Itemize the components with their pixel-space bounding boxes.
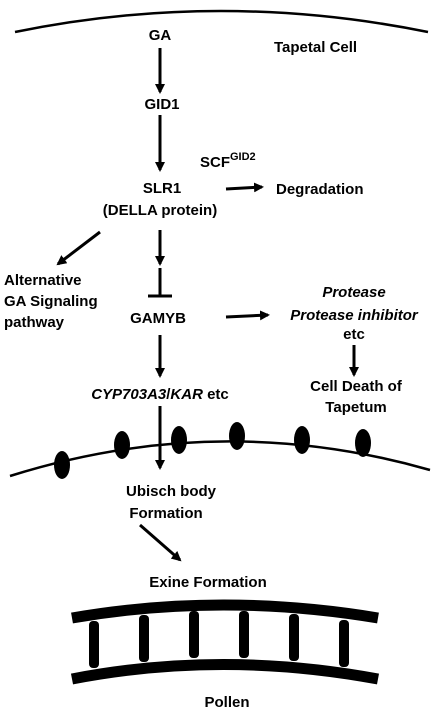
vesicle [54,451,70,479]
della-protein-label: (DELLA protein) [103,202,217,219]
pollen-wall [70,599,380,685]
slr1-label: SLR1 [143,180,181,197]
kar-gene: KAR [170,386,203,403]
pollen-bacula [89,621,99,668]
arrow-slr1-to-degradation [225,182,264,193]
scf-gid2-label: SCFGID2 [200,151,256,171]
cyp703a3-gene: CYP703A3 [91,386,167,403]
pollen-bacula [289,614,299,661]
ubisch-body-label-line2: Formation [129,505,202,522]
membrane-vesicles [54,422,371,479]
ubisch-body-label-line1: Ubisch body [126,483,217,500]
protease-etc-label: etc [343,326,365,343]
scf-label: SCF [200,154,230,171]
vesicle [114,431,130,459]
pollen-bacula [339,620,349,667]
pollen-inner-wall [70,659,380,685]
exine-formation-label: Exine Formation [149,574,267,591]
arrow-ubisch-to-exine [139,523,182,562]
cell-death-label-line1: Cell Death of [310,378,403,395]
vesicle [355,429,371,457]
ga-label: GA [149,27,172,44]
vesicle [294,426,310,454]
vesicle [171,426,187,454]
gid1-label: GID1 [144,96,179,113]
arrow-gamyb-to-protease [225,310,270,321]
alternative-pathway-label-line2: GA Signaling [4,293,98,310]
arrow-slr1-to-alternative [56,230,101,266]
pollen-bacula [239,611,249,658]
pollen-bacula [139,615,149,662]
protease-label: Protease [322,284,385,301]
tapetal-cell-label: Tapetal Cell [274,39,357,56]
pollen-label: Pollen [204,694,249,711]
gid2-superscript: GID2 [230,151,256,163]
alternative-pathway-label-line3: pathway [4,314,65,331]
gamyb-label: GAMYB [130,310,186,327]
cell-death-label-line2: Tapetum [325,399,386,416]
pollen-outer-wall [71,599,379,624]
gene-separator: / [166,386,171,403]
degradation-label: Degradation [276,181,364,198]
pollen-bacula [189,611,199,658]
vesicle [229,422,245,450]
alternative-pathway-label-line1: Alternative [4,272,82,289]
protease-inhibitor-label: Protease inhibitor [290,307,419,324]
tapetal-cell-membrane [14,9,429,34]
cyp-kar-label: CYP703A3/KAR etc [91,386,229,403]
cyp-etc: etc [203,386,229,403]
